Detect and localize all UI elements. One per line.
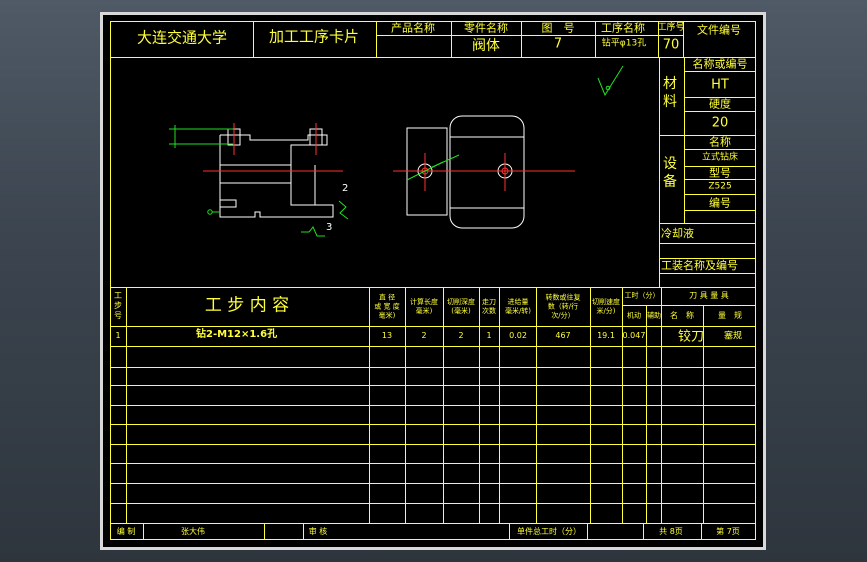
row1-depth: 2 <box>458 331 464 340</box>
dimension-3: 3 <box>326 222 333 233</box>
th-gauge: 量 规 <box>718 311 742 320</box>
th-depth: 切削深度 (毫米) <box>447 298 475 315</box>
compiler-name: 张大伟 <box>181 527 205 536</box>
card-title: 加工工序卡片 <box>268 27 360 46</box>
row1-speed: 467 <box>555 331 571 340</box>
material-name: HT <box>711 77 729 93</box>
th-machine-time: 机动 <box>627 311 641 320</box>
row1-feed: 0.02 <box>509 331 527 340</box>
th-passes: 走刀 次数 <box>482 298 496 315</box>
process-card-sheet: 大连交通大学 加工工序卡片 产品名称 零件名称 阀体 图 号 7 工序名称 钻平… <box>103 15 763 547</box>
row1-gauge: 塞规 <box>723 331 743 342</box>
process-no: 70 <box>662 37 680 53</box>
th-length: 计算长度 毫米) <box>410 298 438 315</box>
page-number: 第 7页 <box>716 527 740 536</box>
hardness-label: 硬度 <box>709 97 731 111</box>
th-cut-speed: 切削速度 米/分) <box>592 298 620 315</box>
compiled-label: 编 制 <box>116 527 136 536</box>
th-tool-name: 名 称 <box>670 311 694 320</box>
th-tools: 刀 具 量 具 <box>689 291 729 300</box>
drawing-no: 7 <box>553 36 563 52</box>
model-label: 型号 <box>709 166 731 180</box>
th-aux-time: 辅助 <box>647 311 661 320</box>
row1-tool: 铰刀 <box>677 329 705 345</box>
review-label: 审 核 <box>308 527 328 536</box>
equip-no-label: 编号 <box>709 196 731 210</box>
equip-name: 立式钻床 <box>701 152 739 163</box>
drawing-no-label: 图 号 <box>541 21 575 35</box>
row1-passes: 1 <box>486 331 492 340</box>
fixture-label: 工装名称及编号 <box>661 259 738 272</box>
th-speed: 转数或往复 数（转/行 次/分） <box>545 293 581 320</box>
unit-time-label: 单件总工时（分） <box>517 527 581 536</box>
university-name: 大连交通大学 <box>136 28 228 47</box>
hardness-value: 20 <box>711 115 729 131</box>
part-name-label: 零件名称 <box>464 21 508 35</box>
th-step-no: 工 步 号 <box>114 291 122 320</box>
row1-cut-speed: 19.1 <box>597 331 615 340</box>
row1-step-no: 1 <box>115 331 121 340</box>
th-step-content: 工 步 内 容 <box>204 295 290 316</box>
dimension-2: 2 <box>342 183 349 194</box>
total-pages: 共 8页 <box>659 527 683 536</box>
model-value: Z525 <box>708 181 732 192</box>
process-no-label: 工序号 <box>657 22 685 33</box>
part-drawing <box>169 65 624 237</box>
file-no-label: 文件编号 <box>697 23 741 37</box>
equip-name-label: 名称 <box>709 135 731 149</box>
name-or-code-label: 名称或编号 <box>692 57 748 71</box>
row1-content: 钻2-M12×1.6孔 <box>196 329 278 340</box>
th-diameter: 直 径 或 宽 度 毫米) <box>374 293 400 320</box>
process-name: 钻平φ13孔 <box>601 38 647 49</box>
th-feed: 进给量 毫米/转) <box>504 298 532 315</box>
row1-diameter: 13 <box>381 331 393 340</box>
row1-length: 2 <box>421 331 427 340</box>
coolant-label: 冷却液 <box>661 227 694 240</box>
row1-machine-time: 0.047 <box>622 331 646 340</box>
material-label: 材 料 <box>663 76 677 110</box>
th-time: 工时（分） <box>624 291 660 300</box>
table-grid <box>110 21 756 540</box>
process-name-label: 工序名称 <box>601 21 645 35</box>
product-name-label: 产品名称 <box>391 21 435 35</box>
part-name: 阀体 <box>472 38 500 54</box>
equipment-label: 设 备 <box>663 156 677 190</box>
